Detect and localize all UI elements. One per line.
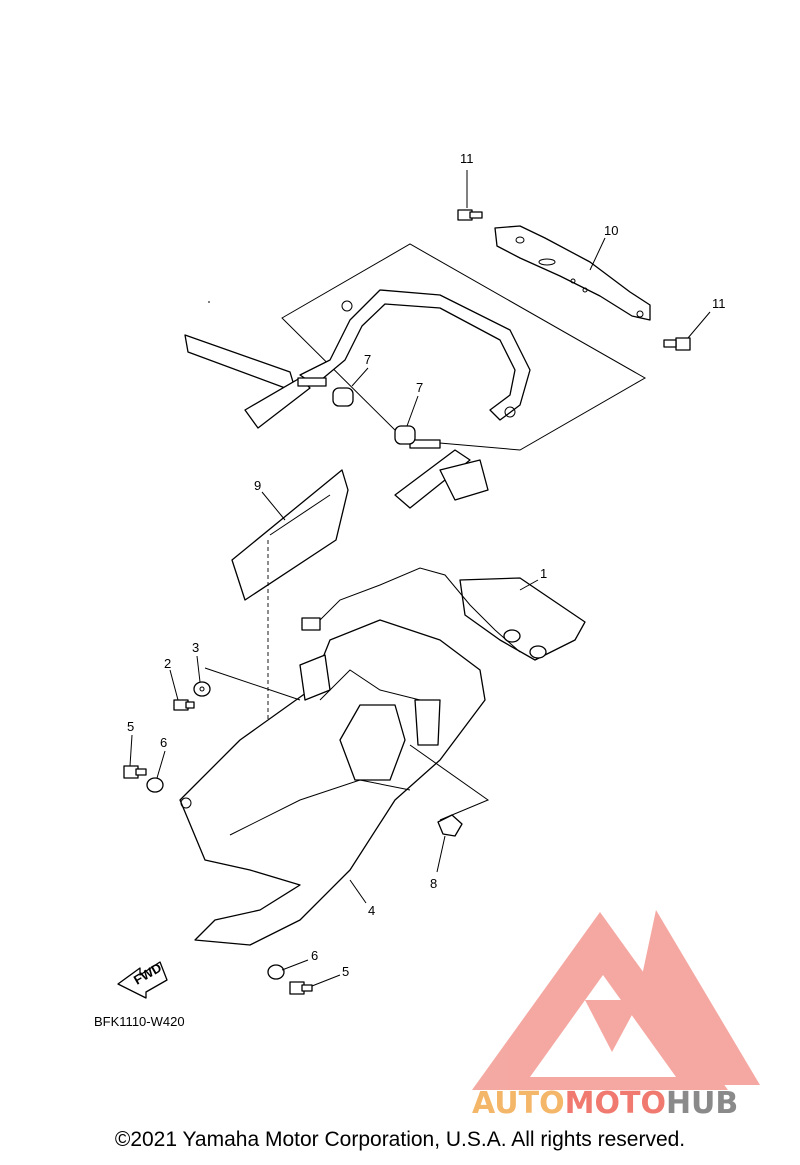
part-10-bracket: [494, 225, 651, 321]
callout-7-left: 7: [364, 352, 371, 367]
callout-6-lower: 6: [311, 948, 318, 963]
drawing-code: BFK1110-W420: [94, 1014, 185, 1029]
fwd-arrow: FWD: [117, 960, 168, 999]
part-4-rear-fender: [179, 301, 490, 946]
part-11-bolt-right: [663, 337, 691, 351]
part-7-damper-right: [394, 425, 416, 445]
part-1-tail-light: [301, 567, 586, 661]
watermark-hub: HUB: [666, 1086, 738, 1121]
part-3-washer: [193, 681, 211, 697]
callout-2: 2: [164, 656, 171, 671]
callout-11-right: 11: [712, 296, 726, 311]
copyright-notice: ©2021 Yamaha Motor Corporation, U.S.A. A…: [114, 1128, 686, 1151]
callout-7-right: 7: [416, 380, 423, 395]
part-6-collar-lower: [267, 964, 285, 980]
part-5-bolt-left: [123, 765, 147, 779]
part-8-clamp: [437, 814, 463, 837]
callout-4: 4: [368, 903, 375, 918]
automotohub-logo: [472, 910, 760, 1090]
part-11-bolt-upper: [457, 209, 483, 221]
callout-6-left: 6: [160, 735, 167, 750]
part-5-bolt-lower: [289, 981, 313, 995]
leader-lines: [129, 170, 711, 987]
callout-3: 3: [192, 640, 199, 655]
callout-11-upper: 11: [460, 151, 474, 166]
callout-10: 10: [604, 223, 618, 238]
callout-8: 8: [430, 876, 437, 891]
part-2-screw: [173, 699, 195, 711]
part-6-collar-left: [146, 777, 164, 793]
grab-bar-frame: [184, 243, 647, 509]
watermark-auto: AUTO: [472, 1086, 565, 1121]
callout-5-lower: 5: [342, 964, 349, 979]
callout-1: 1: [540, 566, 547, 581]
callout-5-left: 5: [127, 719, 134, 734]
part-7-damper-left: [332, 387, 354, 407]
watermark-text: AUTOMOTOHUB: [472, 1086, 738, 1121]
watermark-moto: MOTO: [565, 1086, 666, 1121]
callout-9: 9: [254, 478, 261, 493]
